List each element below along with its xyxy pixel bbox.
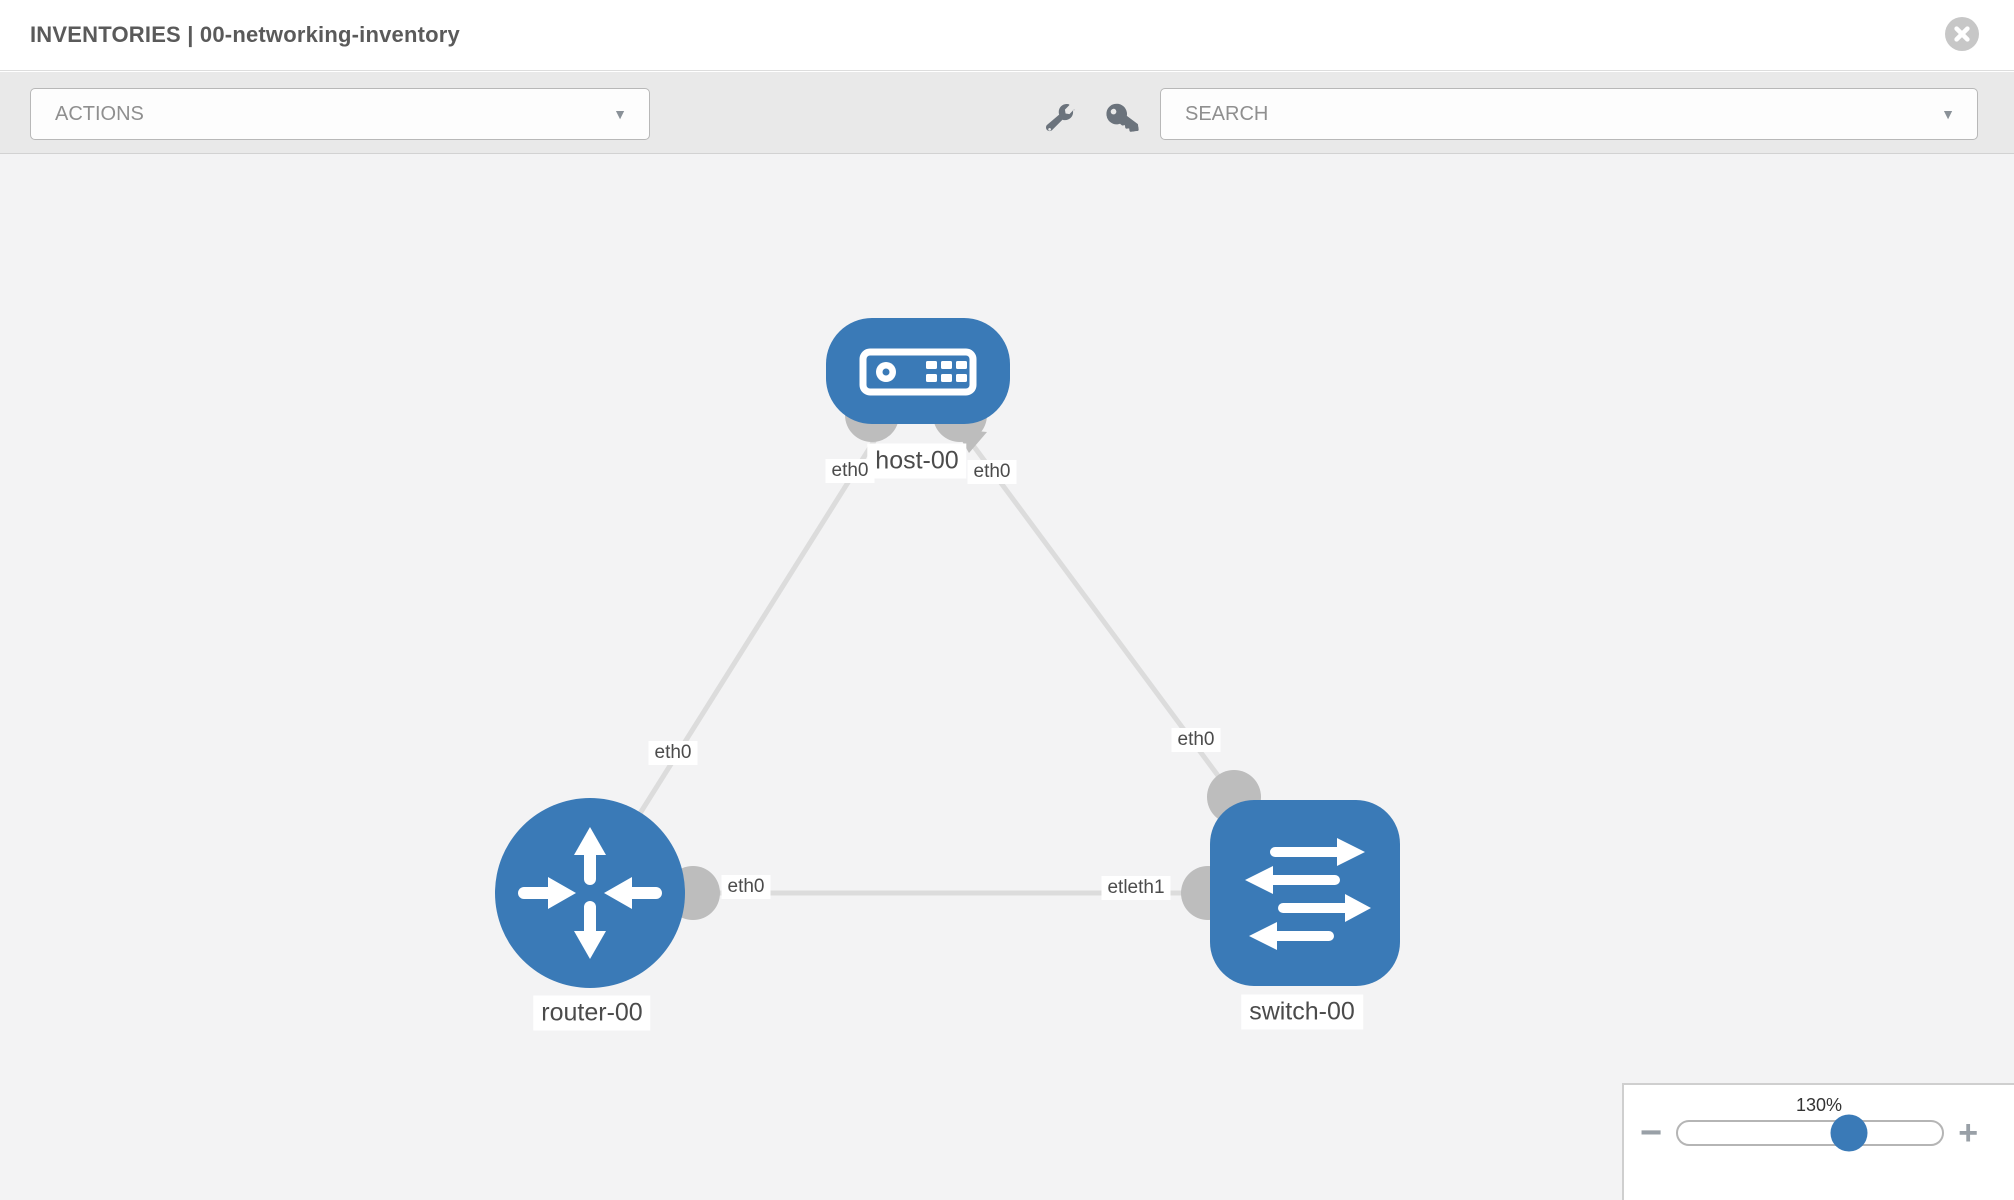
close-button[interactable] bbox=[1945, 17, 1979, 51]
router-node-shape bbox=[495, 798, 685, 988]
close-icon bbox=[1954, 26, 1970, 42]
switch-node-shape bbox=[1210, 800, 1400, 986]
zoom-in-button[interactable]: + bbox=[1958, 1114, 1979, 1152]
search-dropdown-label: SEARCH bbox=[1185, 102, 1269, 125]
zoom-slider-row: − + bbox=[1624, 1112, 2014, 1154]
configure-button[interactable] bbox=[1040, 98, 1080, 138]
topology-graph bbox=[495, 318, 1400, 988]
zoom-percent: 130% bbox=[1795, 1095, 1843, 1115]
page-title: INVENTORIES | 00-networking-inventory bbox=[30, 22, 460, 47]
wrench-icon bbox=[1045, 103, 1075, 131]
zoom-out-button[interactable]: − bbox=[1640, 1112, 1663, 1154]
node-router-00[interactable] bbox=[495, 798, 685, 988]
zoom-slider-thumb[interactable] bbox=[1830, 1114, 1868, 1152]
header: INVENTORIES | 00-networking-inventory bbox=[0, 0, 2014, 71]
credentials-button[interactable] bbox=[1102, 98, 1142, 138]
chevron-down-icon: ▼ bbox=[613, 106, 627, 122]
actions-dropdown-label: ACTIONS bbox=[55, 102, 144, 125]
switch-icon bbox=[1245, 838, 1371, 950]
key-icon bbox=[1106, 103, 1139, 132]
node-switch-00[interactable] bbox=[1210, 800, 1400, 986]
edge-arrow-stub bbox=[955, 429, 987, 453]
host-node-shape bbox=[826, 318, 1010, 424]
zoom-panel: 130% − + bbox=[1622, 1083, 2014, 1200]
router-icon bbox=[518, 827, 662, 959]
edge-host-00-router-00[interactable] bbox=[587, 369, 921, 895]
node-host-00[interactable] bbox=[826, 318, 1010, 424]
host-icon bbox=[859, 348, 977, 396]
toolbar: ACTIONS ▼ SEARCH ▼ bbox=[0, 72, 2014, 154]
actions-dropdown[interactable]: ACTIONS ▼ bbox=[30, 88, 650, 140]
chevron-down-icon: ▼ bbox=[1941, 106, 1955, 122]
zoom-slider[interactable] bbox=[1676, 1114, 1945, 1152]
search-dropdown[interactable]: SEARCH ▼ bbox=[1160, 88, 1978, 140]
